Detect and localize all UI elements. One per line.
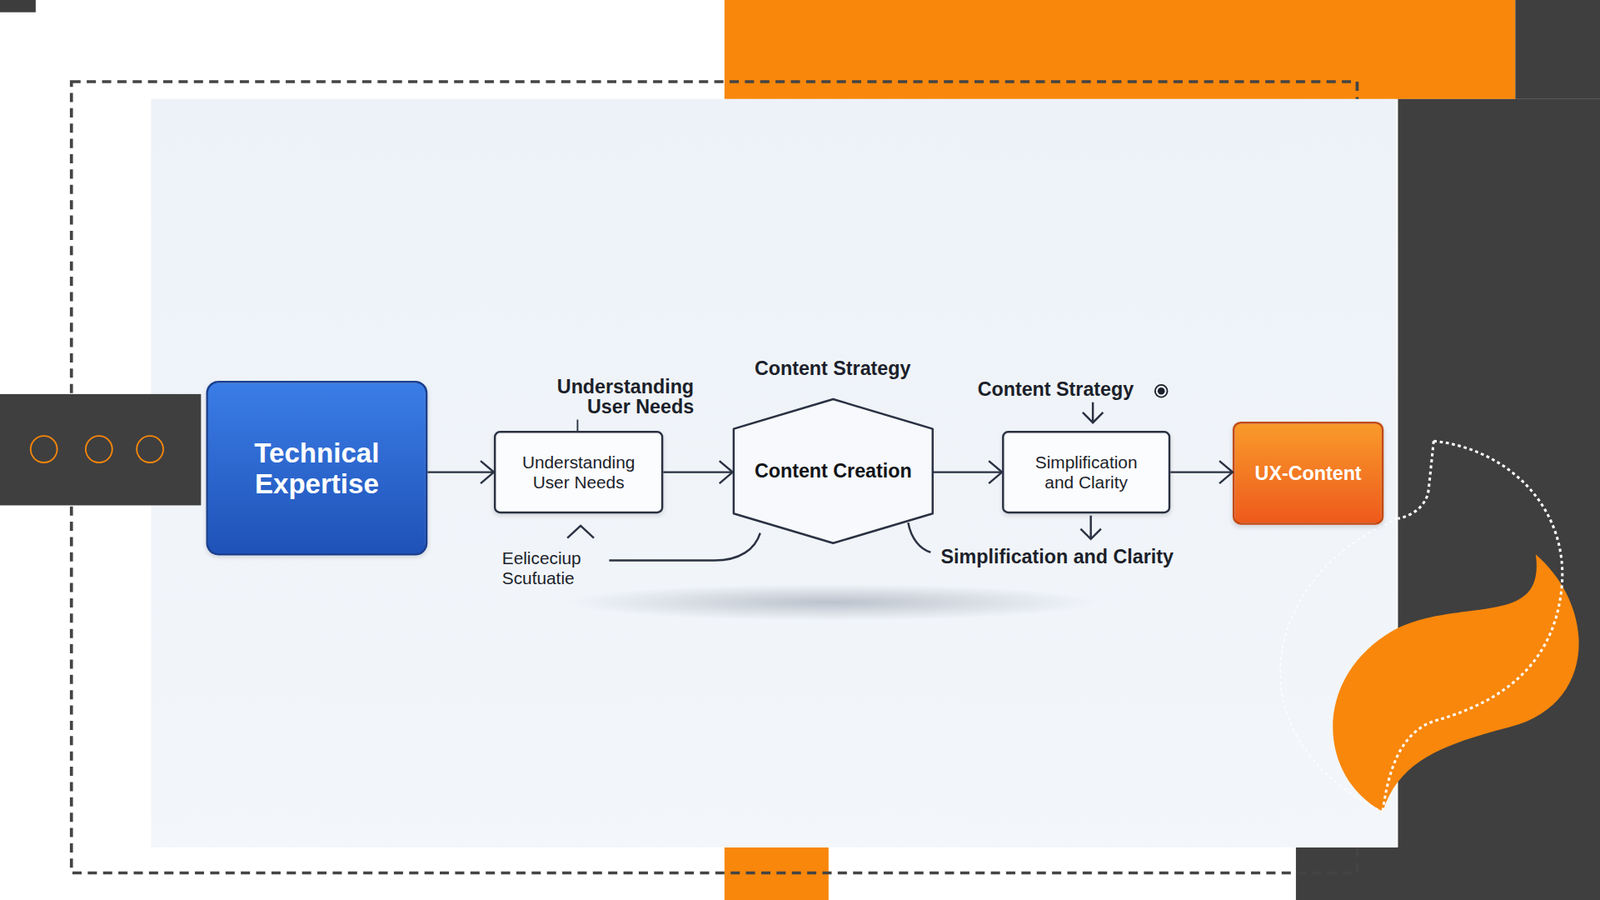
- annotation-label: Eeliceciup Scuƭuatie: [502, 548, 605, 589]
- annotation-label: Understanding User Needs: [530, 376, 694, 418]
- dot-icon: [1157, 387, 1166, 395]
- dark-tab: [0, 393, 201, 506]
- arrow-head: [719, 460, 733, 484]
- expertise-box: Technical Expertise: [205, 380, 428, 555]
- annotation-label: Simplification and Clarity: [941, 547, 1174, 569]
- process-box: Understanding User Needs: [493, 430, 663, 514]
- node-text: Understanding User Needs: [512, 452, 645, 492]
- dotted-curve: [1280, 518, 1398, 812]
- leader-line: [907, 522, 931, 553]
- dot-circle: [136, 435, 164, 463]
- arrow-head: [1219, 460, 1233, 484]
- hexagon-shape: [733, 398, 933, 544]
- flow-arrow: [662, 460, 733, 484]
- annotation-label: Content Strategy: [730, 358, 935, 379]
- arrow-head: [988, 460, 1002, 484]
- leader-line: [608, 533, 760, 561]
- diagram-panel: [150, 99, 1396, 848]
- tick-line: [577, 419, 579, 431]
- corner-mark: [0, 0, 36, 13]
- node-text: Technical Expertise: [209, 437, 424, 499]
- shadow: [566, 583, 1097, 621]
- process-box: Simplification and Clarity: [1001, 430, 1171, 514]
- node-text: UX-Content: [1255, 461, 1362, 484]
- down-arrow: [1082, 412, 1104, 423]
- flow-arrow: [1170, 460, 1233, 484]
- down-arrow: [1091, 402, 1094, 424]
- dot-circle: [85, 435, 113, 463]
- orange-swoosh: [1332, 553, 1579, 812]
- connector-line: [427, 470, 494, 473]
- arrow-head: [480, 460, 494, 484]
- flow-arrow: [427, 460, 494, 484]
- connector-line: [662, 470, 733, 473]
- dark-band: [1397, 99, 1600, 900]
- down-arrow: [1089, 515, 1092, 539]
- orange-band: [724, 0, 1516, 100]
- dotted-curve: [1397, 440, 1434, 519]
- annotation-label: Content Strategy: [977, 379, 1135, 401]
- connector-line: [933, 470, 1002, 473]
- dark-band: [1515, 0, 1600, 100]
- dot-icon: [1155, 384, 1168, 398]
- connector-line: [1170, 470, 1233, 473]
- dark-band: [1295, 847, 1600, 900]
- flow-arrow: [933, 460, 1002, 484]
- node-text: Simplification and Clarity: [1025, 452, 1148, 492]
- hexagon-node: Content Creation: [732, 398, 934, 544]
- up-chevron: [567, 525, 594, 539]
- dot-circle: [30, 435, 58, 463]
- down-arrow: [1080, 528, 1102, 539]
- output-box: UX-Content: [1232, 421, 1384, 525]
- dotted-curve: [1382, 440, 1563, 812]
- node-text: Content Creation: [754, 459, 913, 483]
